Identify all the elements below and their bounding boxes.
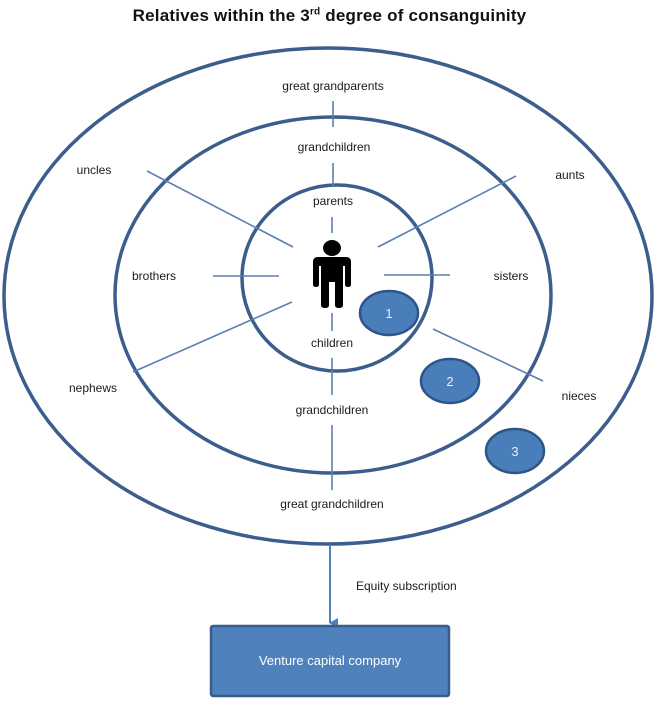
- degree-marker-3-number: 3: [511, 444, 518, 459]
- degree-marker-2-number: 2: [446, 374, 453, 389]
- degree-marker-2: 2: [419, 357, 481, 405]
- label-parents: parents: [313, 194, 353, 208]
- title-suffix: degree of consanguinity: [320, 6, 527, 25]
- label-sisters: sisters: [494, 269, 529, 283]
- label-nephews: nephews: [69, 381, 117, 395]
- label-nieces: nieces: [562, 389, 597, 403]
- outer-ring-third-degree: [2, 46, 654, 546]
- degree-marker-3: 3: [484, 427, 546, 475]
- ray-nephews: [132, 301, 293, 373]
- person-icon: [313, 240, 351, 308]
- venture-capital-company-box: [209, 624, 451, 698]
- ray-uncles: [146, 170, 294, 248]
- label-children: children: [311, 336, 353, 350]
- label-great-grandchildren: great grandchildren: [280, 497, 383, 511]
- diagram-title: Relatives within the 3rd degree of consa…: [0, 6, 659, 26]
- label-uncles: uncles: [77, 163, 112, 177]
- label-brothers: brothers: [132, 269, 176, 283]
- label-grandchildren: grandchildren: [296, 403, 369, 417]
- title-prefix: Relatives within the 3: [132, 6, 310, 25]
- venture-capital-company-label: Venture capital company: [259, 653, 402, 668]
- label-great-grandparents: great grandparents: [282, 79, 383, 93]
- equity-subscription-label: Equity subscription: [356, 579, 457, 593]
- label-grandparents: grandchildren: [298, 140, 371, 154]
- degree-marker-1: 1: [358, 289, 420, 337]
- title-superscript: rd: [309, 6, 321, 18]
- degree-marker-1-number: 1: [385, 306, 392, 321]
- inner-ring-first-degree: [240, 183, 434, 373]
- ray-nieces: [432, 328, 544, 382]
- ray-aunts: [377, 175, 517, 248]
- label-aunts: aunts: [555, 168, 584, 182]
